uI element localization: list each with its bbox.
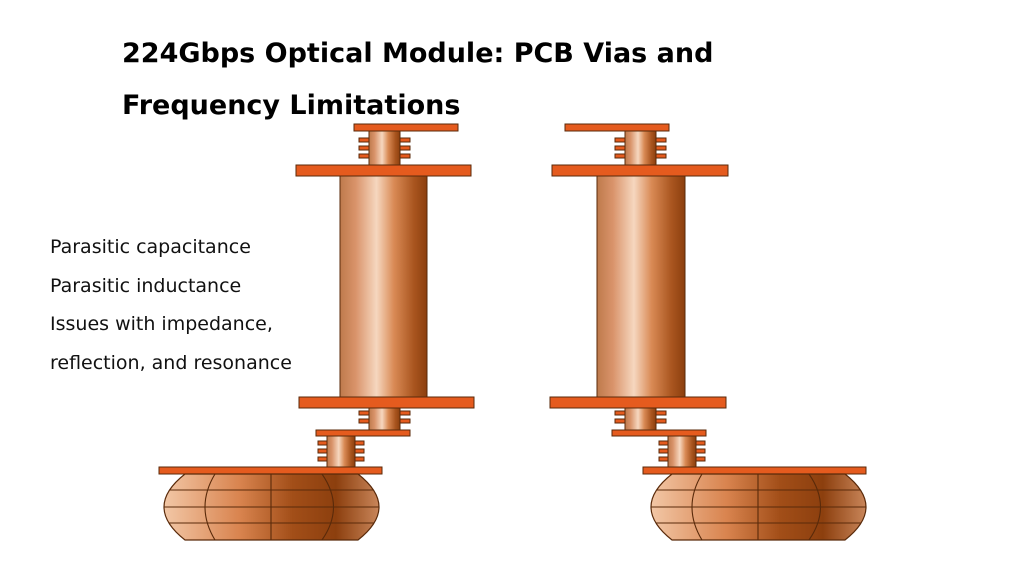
issue-item: reflection, and resonance (50, 351, 292, 374)
issue-item: Parasitic capacitance (50, 236, 251, 258)
lower-small-barrel (368, 407, 401, 431)
title-line-1: 224Gbps Optical Module: PCB Vias and (122, 38, 714, 69)
main-barrel (339, 175, 428, 398)
mid-cap-pad (315, 429, 411, 437)
issues-list: Parasitic capacitance Parasitic inductan… (50, 228, 292, 382)
solder-ball (650, 473, 867, 541)
top-small-barrel (624, 130, 657, 166)
main-barrel (596, 175, 686, 398)
bottom-small-barrel (326, 435, 356, 468)
lower-pad (298, 396, 475, 409)
upper-pad (551, 164, 729, 177)
solder-ball (163, 473, 380, 541)
base-pad (642, 466, 867, 475)
lower-barrel-ticks (358, 410, 411, 424)
upper-pad (295, 164, 472, 177)
lower-pad (549, 396, 727, 409)
issue-item: Issues with impedance, (50, 313, 273, 335)
title-line-2: Frequency Limitations (122, 90, 461, 121)
lower-barrel-ticks (614, 410, 667, 424)
base-pad (158, 466, 383, 475)
top-cap-pad (564, 123, 670, 132)
mid-cap-pad (611, 429, 707, 437)
issue-item: Parasitic inductance (50, 274, 242, 297)
via-left (158, 123, 475, 541)
slide-title: 224Gbps Optical Module: PCB Vias and Fre… (122, 28, 762, 132)
bottom-barrel-ticks (317, 440, 365, 462)
bottom-barrel-ticks (658, 440, 706, 462)
via-right (549, 123, 867, 541)
top-barrel-ticks (358, 137, 411, 159)
bottom-small-barrel (667, 435, 697, 468)
top-cap-pad (353, 123, 459, 132)
lower-small-barrel (624, 407, 657, 431)
top-barrel-ticks (614, 137, 667, 159)
top-small-barrel (368, 130, 401, 166)
